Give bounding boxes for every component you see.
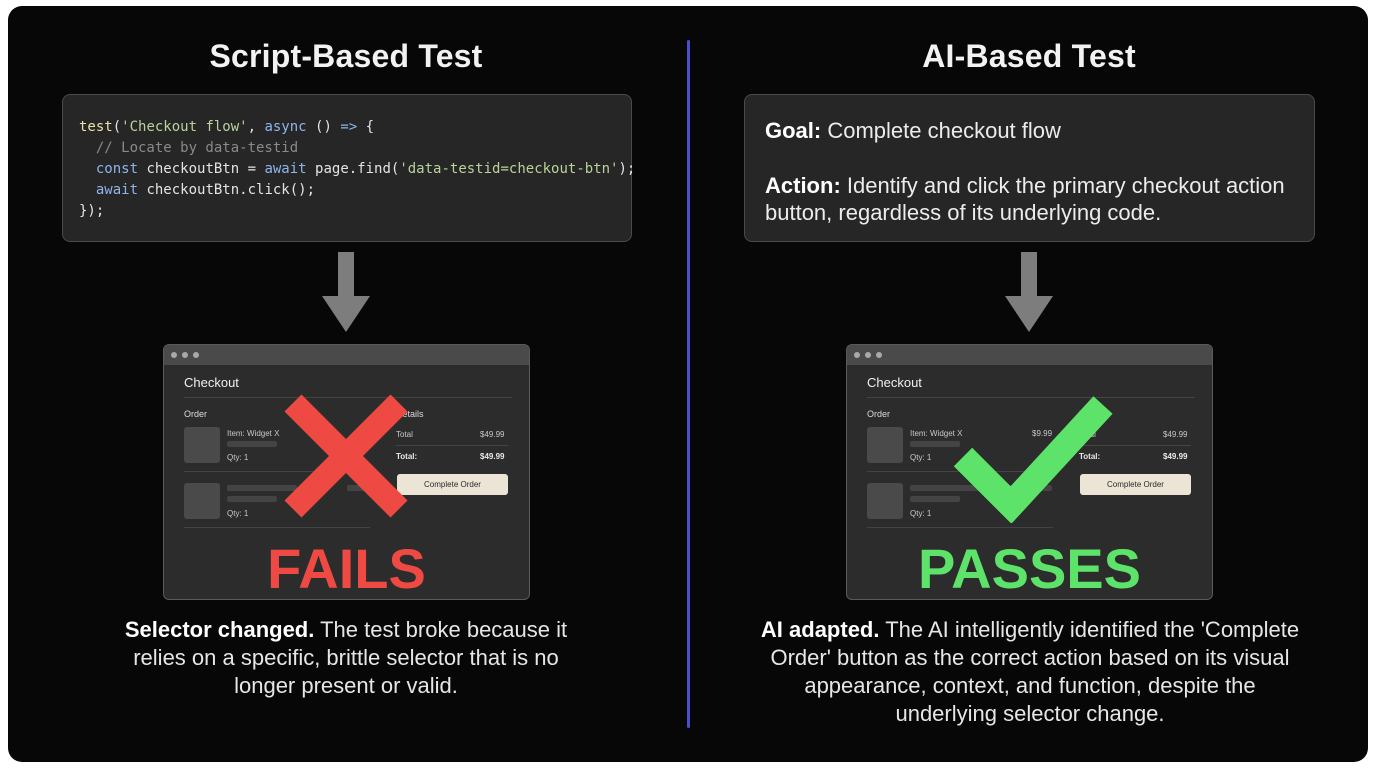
item-qty: Qty: 1 xyxy=(227,453,249,462)
mock-title: Checkout xyxy=(867,375,922,390)
total-bold-label: Total: xyxy=(396,452,418,461)
window-dot-icon xyxy=(182,352,188,358)
item-price: $9.99 xyxy=(1032,429,1053,438)
center-divider xyxy=(687,40,690,728)
item-name: Item: Widget X xyxy=(227,429,280,438)
code-line-2: // Locate by data-testid xyxy=(95,140,299,156)
code-line-3: const checkoutBtn = await page.find('dat… xyxy=(95,161,636,177)
comparison-frame: Script-Based Test test('Checkout flow', … xyxy=(8,6,1368,762)
arrow-down-icon xyxy=(322,252,370,334)
item-qty: Qty: 1 xyxy=(227,509,249,518)
total-value: $49.99 xyxy=(480,430,505,439)
code-line-1: test('Checkout flow', async () => { xyxy=(79,119,375,135)
ai-goal-panel: Goal: Complete checkout flow Action: Ide… xyxy=(744,94,1315,242)
total-bold-value: $49.99 xyxy=(1163,452,1188,461)
code-line-4: await checkoutBtn.click(); xyxy=(95,182,316,198)
item-thumbnail xyxy=(867,483,903,519)
checkmark-icon xyxy=(947,391,1117,523)
passes-verdict: PASSES xyxy=(917,537,1142,600)
action-line: Action: Identify and click the primary c… xyxy=(765,173,1285,225)
window-dot-icon xyxy=(854,352,860,358)
window-dot-icon xyxy=(865,352,871,358)
code-line-5: }); xyxy=(79,203,105,219)
right-title: AI-Based Test xyxy=(922,38,1136,74)
fails-verdict: FAILS xyxy=(267,537,426,600)
left-description: Selector changed. The test broke because… xyxy=(124,617,568,698)
script-code-panel: test('Checkout flow', async () => { // L… xyxy=(62,94,635,242)
item-name: Item: Widget X xyxy=(910,429,963,438)
window-titlebar xyxy=(847,345,1212,365)
arrow-down-icon xyxy=(1005,252,1053,334)
code-block: test('Checkout flow', async () => { // L… xyxy=(63,95,635,222)
total-label: Total xyxy=(396,430,413,439)
left-title: Script-Based Test xyxy=(209,38,483,74)
checkout-mockup-right: Checkout Order Item: Widget X $9.99 Qty:… xyxy=(846,344,1213,600)
mock-title: Checkout xyxy=(184,375,239,390)
checkout-mockup-left: Checkout Order Item: Widget X Qty: 1 Qty… xyxy=(163,344,530,600)
window-dot-icon xyxy=(876,352,882,358)
complete-order-button[interactable]: Complete Order xyxy=(1080,474,1191,495)
item-thumbnail xyxy=(867,427,903,463)
item-qty: Qty: 1 xyxy=(910,453,932,462)
right-description: AI adapted. The AI intelligently identif… xyxy=(760,617,1300,726)
item-thumbnail xyxy=(184,483,220,519)
total-bold-label: Total: xyxy=(1079,452,1101,461)
window-titlebar xyxy=(164,345,529,365)
order-label: Order xyxy=(867,409,891,419)
total-value: $49.99 xyxy=(1163,430,1188,439)
details-label: Details xyxy=(396,409,424,419)
item-thumbnail xyxy=(184,427,220,463)
complete-order-button[interactable]: Complete Order xyxy=(397,474,508,495)
window-dot-icon xyxy=(193,352,199,358)
cross-icon xyxy=(279,391,413,521)
total-bold-value: $49.99 xyxy=(480,452,505,461)
item-qty: Qty: 1 xyxy=(910,509,932,518)
goal-line: Goal: Complete checkout flow xyxy=(765,118,1061,143)
window-dot-icon xyxy=(171,352,177,358)
order-label: Order xyxy=(184,409,208,419)
